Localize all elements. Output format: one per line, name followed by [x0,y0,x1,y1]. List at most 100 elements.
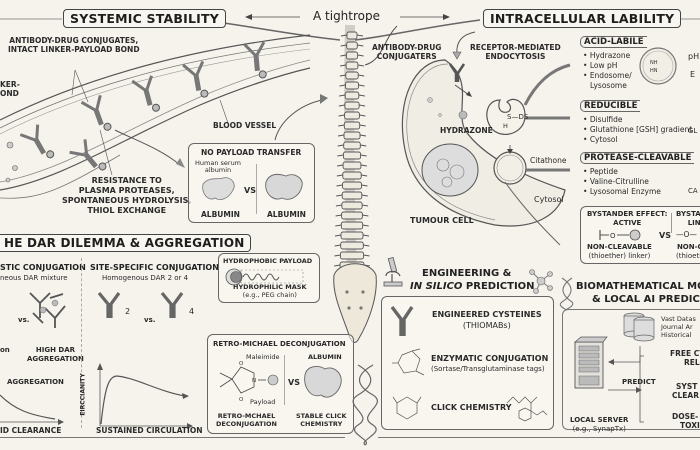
adc-intact-label: ANTIBODY-DRUG CONJUGATES, INTACT LINKER-… [8,36,140,54]
protease-item-valcit: Valine-Citrulline [583,177,661,187]
stochastic-vs: vs. [18,316,30,324]
site-specific-title: SITE-SPECIFIC CONJUGATION [90,263,219,272]
biomath-output-syst-clear: SYST CLEAR [672,382,699,400]
biomath-title-line2: & LOCAL AI PREDICT [592,294,700,305]
adc-conj-line1: ANTIBODY-DRUG [372,43,442,52]
bystander-left-line1: BYSTANDER EFFECT: [587,210,668,218]
protease-side-text: CA [688,187,698,195]
bystander-left-caption1: NON-CLEAVABLE [587,243,652,251]
efficiency-axis-label: EIRCCIANITY [79,373,87,416]
rme-line2: ENDOCYTOSIS [485,52,546,61]
maleimide-label: Maleimide [246,353,280,361]
resistance-line3: SPONTANEOUS HYDROLYSIS, [62,196,192,205]
hydrophobic-payload-panel: HYDROPHOBIC PAYLOAD HYDROPHILIC MASK (e.… [218,253,320,303]
retro-left-caption1: RETRO-MCHAEL [217,412,276,420]
hydrazone-label: HYDRAZONE [440,126,493,135]
vertebra-process [335,224,369,227]
engineering-title-line2: IN SILICO PREDICTION [410,281,535,292]
antibody-drug-conjugate-icon [69,139,107,171]
svg-text:O: O [239,361,244,367]
hydrophilic-mask-label: HYDROPHILIC MASK (e.g., PEG chain) [233,283,307,299]
local-server-icon [574,336,608,389]
retro-vs: VS [288,378,300,387]
vertebra [345,81,359,90]
vertebra [345,71,359,80]
bystander-right-line1: BYSTAND [676,210,700,218]
no-payload-transfer-title: NO PAYLOAD TRANSFER [201,148,302,157]
vertebra-process [339,84,365,87]
antibody-drug-conjugate-icon [80,94,112,131]
output0-line2: REL [684,358,700,367]
acid-side-e: E [690,70,696,79]
data-line2: Journal Ar [661,323,693,331]
sustained-circulation-label: SUSTAINED CIRCULATION [96,426,203,435]
stochastic-left-caption: on [0,346,10,354]
bystander-right-caption2: (thioeth [676,251,700,260]
site-specific-subtitle: Homogenous DAR 2 or 4 [102,274,189,282]
biomath-output-dose-toxi: DOSE- TOXI [672,412,700,430]
antibody-dar4-icon [160,291,184,318]
biomath-title-line1: BIOMATHEMATICAL MOD [576,281,700,292]
retro-left-caption2: DECONJUGATION [216,420,277,428]
bystander-left-title: BYSTANDER EFFECT: ACTIVE [587,210,667,227]
click-molecule-icon [506,396,548,422]
vertebra [344,101,360,110]
high-dar-line2: AGGREGATION [27,354,84,363]
vertebra [344,91,360,100]
microscope-icon [383,256,403,287]
predict-label: PREDICT [622,378,656,386]
acid-labile-list: Hydrazone Low pH Endosome/ [583,51,632,81]
no-payload-transfer-panel: NO PAYLOAD TRANSFER Human serum albumin … [188,143,315,223]
stochastic-subtitle: neous DAR mixture [0,274,68,282]
output2-line1: DOSE- [672,412,699,421]
vertebra-process [340,34,364,37]
protease-item-peptide: Peptide [583,167,661,177]
bystander-right-title: BYSTAND LIN [676,210,700,227]
glutathione-label: Citathone [530,156,567,165]
antibody-drug-conjugate-icon [182,60,209,98]
vertebra-process [335,214,369,217]
svg-text:O: O [610,232,616,240]
molecule-network-icon [529,269,553,294]
vertebra-process [337,134,367,137]
dar-value-2: 2 [125,307,131,316]
linker-cut-line2: OND [0,89,19,98]
vertebra-process [340,54,364,57]
vertebra [340,241,364,250]
hsa-line1: Human serum [195,159,242,167]
engineering-panel: ENGINEERED CYSTEINES (THIOMABs) ENZYMATI… [381,296,554,430]
retro-divider [284,355,285,405]
svg-text:HN: HN [650,68,658,74]
linker-cut-line1: KER- [0,80,20,89]
retro-albumin-icon [304,366,342,398]
human-serum-albumin-label: Human serum albumin [195,160,241,174]
cleavable-linker-icon: O [599,229,641,241]
vertebra-process [339,94,365,97]
systemic-stability-title: SYSTEMIC STABILITY [63,9,226,28]
hydrophilic-mask-line1: HYDROPHILIC MASK [233,283,307,291]
server-line2: (e.g., SynapTx) [572,424,626,433]
vertebra-process [338,114,366,117]
engineered-cysteines-title: ENGINEERED CYSTEINES [432,310,542,319]
vertebra [341,191,363,200]
reducible-item-cytosol: Cytosol [583,135,692,145]
enzymatic-conjugation-subtitle: (Sortase/Transglutaminase tags) [431,365,545,373]
svg-text:NH: NH [650,60,658,66]
antibody-drug-conjugate-icon [242,41,267,79]
rme-line1: RECEPTOR-MEDIATED [470,43,561,52]
tumour-cell-label: TUMOUR CELL [410,216,474,225]
adc-conjugaters-label: ANTIBODY-DRUG CONJUGATERS [372,43,441,61]
bystander-left-caption: NON-CLEAVABLE (thioether) linker) [587,243,652,260]
dna-small-icon [559,277,574,311]
click-chemistry-label: CLICK CHEMISTRY [431,403,512,412]
vertebra [342,181,362,190]
vertebra [346,31,358,40]
vertebra [339,251,365,260]
vertebra [343,141,361,150]
acid-labile-tag: ACID-LABILE [580,36,647,48]
reducible-item-gsh: Glutathione [GSH] gradient [583,125,692,135]
site-specific-vs: vs. [144,316,156,324]
server-line1: LOCAL SERVER [570,416,629,424]
aggregation-curve-label: AGGREGATION [7,378,64,386]
engineered-antibody-icon [390,305,414,336]
